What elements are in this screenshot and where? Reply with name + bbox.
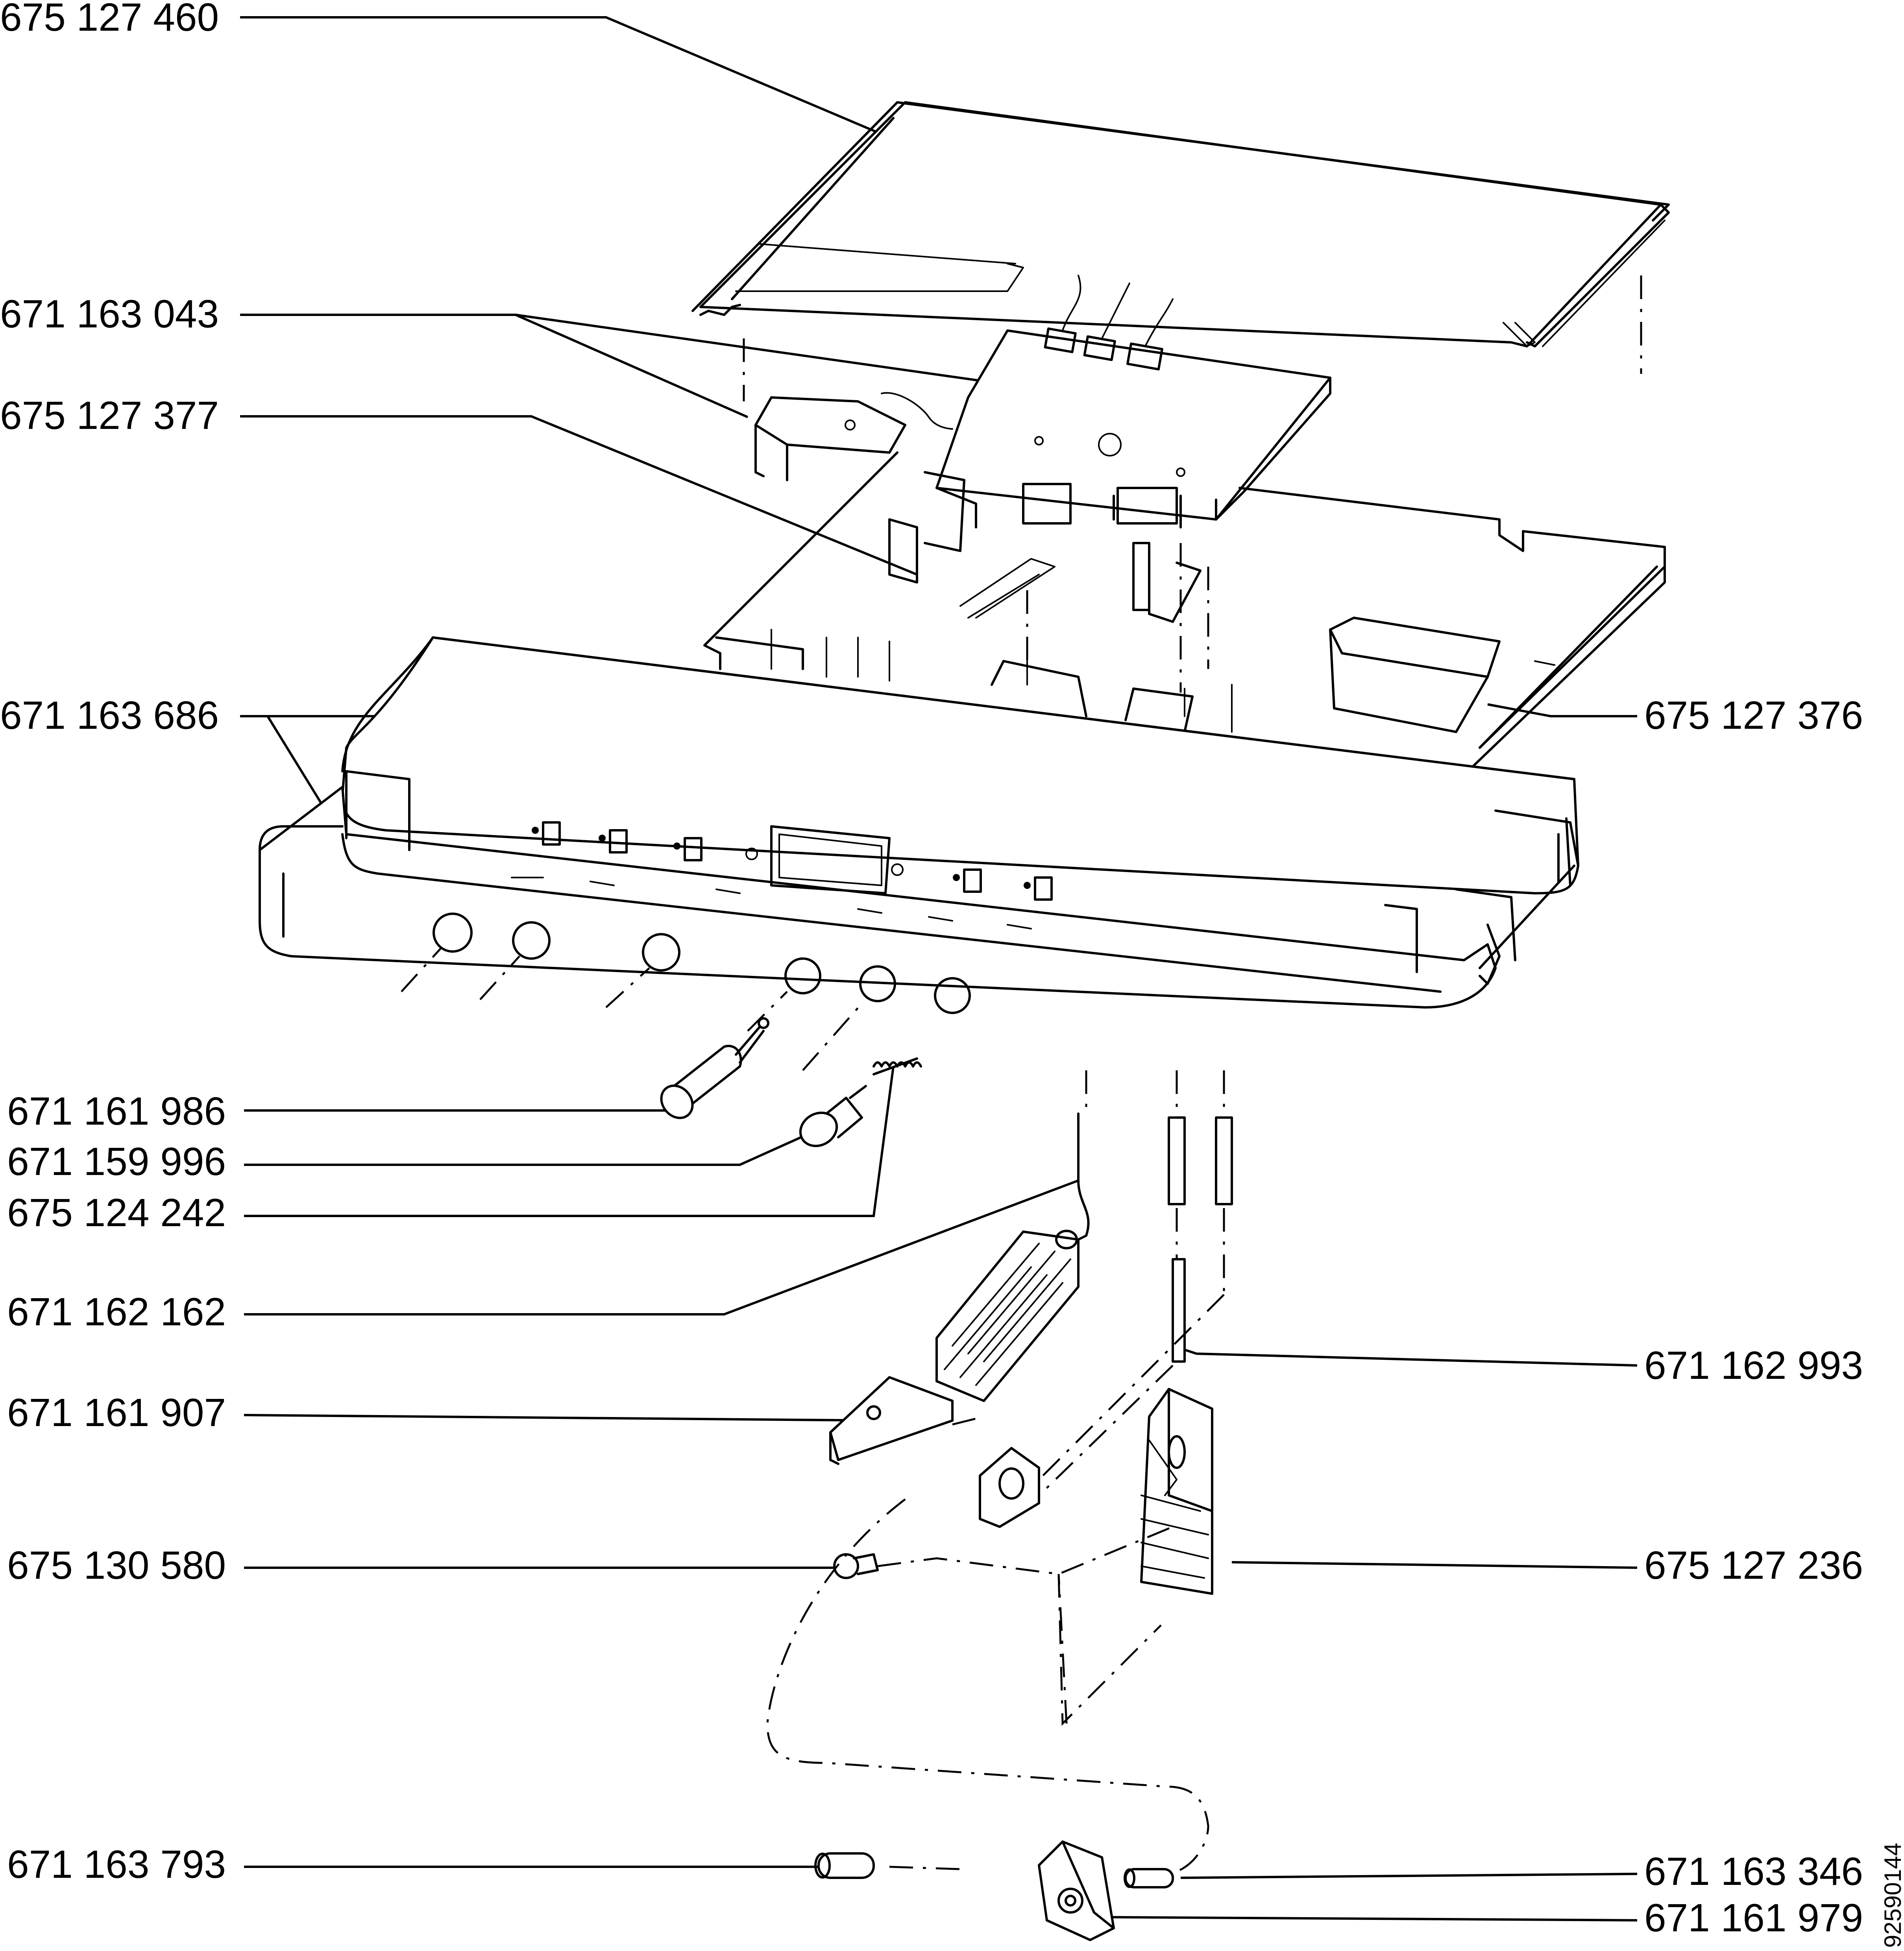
part-label-671161907: 671 161 907 [7, 1391, 226, 1435]
mounting-clip [833, 1447, 1173, 1726]
part-label-671159996: 671 159 996 [7, 1140, 226, 1184]
part-label-675127376: 675 127 376 [1644, 693, 1863, 737]
pin [814, 1852, 875, 1879]
part-label-671161979: 671 161 979 [1644, 1896, 1863, 1940]
terminal-plate [829, 1376, 984, 1465]
leader-lines [240, 16, 1638, 1921]
drawing-reference-number: 92590144 [1880, 1843, 1904, 1948]
base-tray [703, 451, 1666, 772]
part-label-675124242: 675 124 242 [7, 1191, 226, 1235]
part-label-675130580: 675 130 580 [7, 1543, 226, 1587]
assembly-path [766, 1498, 1209, 1874]
top-cover [691, 101, 1670, 401]
part-label-671163686: 671 163 686 [0, 693, 219, 737]
part-label-671163043: 671 163 043 [0, 292, 219, 336]
bracket-part [754, 392, 953, 481]
control-board [935, 275, 1331, 528]
spring [873, 1057, 922, 1075]
part-label-671163346: 671 163 346 [1644, 1849, 1863, 1894]
knob-shaft [660, 1017, 769, 1119]
part-label-675127377: 675 127 377 [0, 394, 219, 438]
part-label-675127460: 675 127 460 [0, 0, 219, 39]
sensor-holder [1038, 1840, 1174, 1941]
thermostat-tubes [1030, 1070, 1233, 1504]
part-label-671162162: 671 162 162 [7, 1290, 226, 1334]
part-label-675127236: 675 127 236 [1644, 1543, 1863, 1587]
control-panel [259, 636, 1579, 1071]
part-label-671161986: 671 161 986 [7, 1089, 226, 1133]
part-label-671162993: 671 162 993 [1644, 1343, 1863, 1388]
knob [799, 1085, 867, 1147]
heating-element [935, 1070, 1090, 1402]
sensor-bracket [1140, 1388, 1213, 1595]
part-label-671163793: 671 163 793 [7, 1842, 226, 1886]
